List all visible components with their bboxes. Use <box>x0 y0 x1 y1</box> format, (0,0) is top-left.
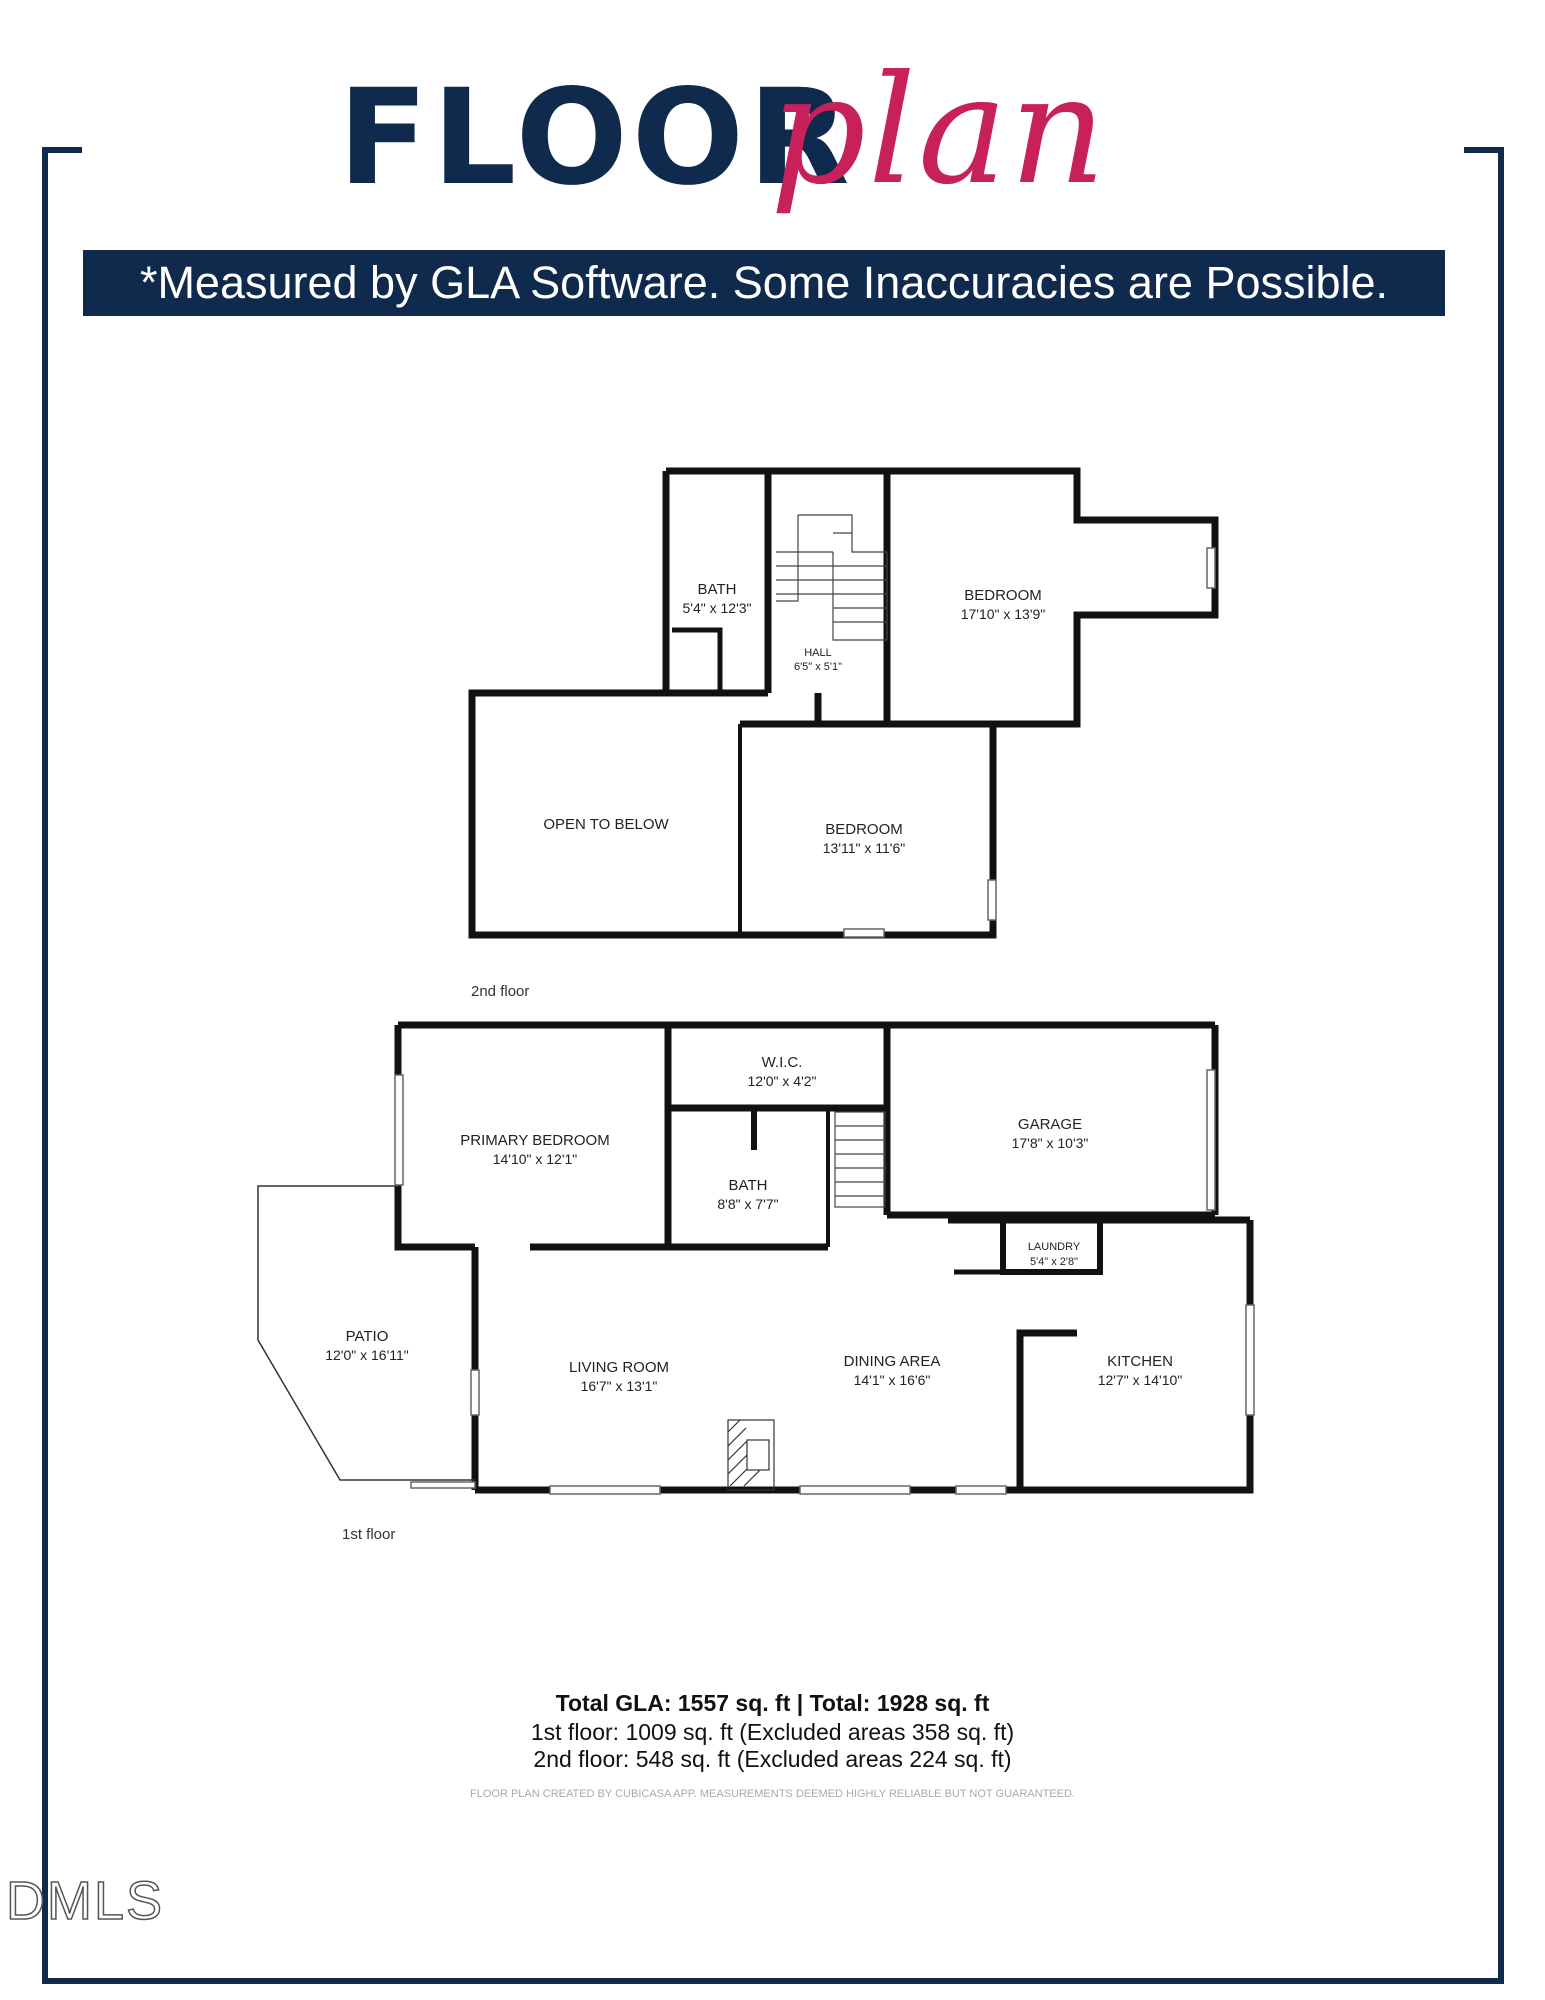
room-dimensions: 17'10" x 13'9" <box>961 606 1046 622</box>
room-name: DINING AREA <box>844 1353 941 1370</box>
room-dimensions: 17'8" x 10'3" <box>1012 1135 1089 1151</box>
fireplace <box>727 1419 775 1491</box>
room-dimensions: 14'10" x 12'1" <box>493 1151 578 1167</box>
window <box>470 1369 480 1416</box>
room-dimensions: 12'0" x 16'11" <box>325 1347 409 1363</box>
room-name: BATH <box>729 1177 768 1194</box>
room-name: PRIMARY BEDROOM <box>460 1132 609 1149</box>
room-dimensions: 6'5" x 5'1" <box>794 661 842 673</box>
frame-top-right-corner <box>1464 147 1504 153</box>
title-floor-word: FLOOR <box>338 61 854 215</box>
room-name: LIVING ROOM <box>569 1359 669 1376</box>
room-name: W.I.C. <box>762 1054 803 1071</box>
second-floor-outline-top <box>666 467 1219 728</box>
second-floor-outline-bottom <box>468 689 997 939</box>
window <box>1206 1069 1216 1211</box>
window <box>799 1485 911 1495</box>
room-name: BATH <box>698 581 737 598</box>
room-name: BEDROOM <box>825 821 903 838</box>
title-plan-word: plan <box>770 44 1109 218</box>
second-floor-label: 2nd floor <box>471 983 529 1000</box>
room-dimensions: 16'7" x 13'1" <box>581 1378 658 1394</box>
room-dimensions: 5'4" x 2'8" <box>1030 1256 1078 1268</box>
window <box>1206 547 1216 589</box>
room-name: PATIO <box>346 1328 389 1345</box>
first-floor-stairs <box>834 1111 886 1208</box>
frame-bottom-border <box>42 1978 1504 1984</box>
frame-right-border <box>1498 147 1504 1984</box>
window <box>410 1481 476 1489</box>
dmls-watermark: DMLS <box>5 1870 165 1932</box>
window <box>1245 1304 1255 1416</box>
patio-outline <box>257 1185 475 1481</box>
room-name: HALL <box>804 647 832 659</box>
first-floor-label: 1st floor <box>342 1526 395 1543</box>
room-dimensions: 5'4" x 12'3" <box>683 600 752 616</box>
room-name: BEDROOM <box>964 587 1042 604</box>
bath-closet-wall <box>672 627 723 693</box>
window <box>987 879 997 921</box>
window <box>394 1074 404 1186</box>
room-dimensions: 14'1" x 16'6" <box>854 1372 931 1388</box>
window <box>955 1485 1007 1495</box>
window <box>843 928 885 938</box>
window <box>549 1485 661 1495</box>
frame-left-border <box>42 147 48 1984</box>
credit-note: FLOOR PLAN CREATED BY CUBICASA APP. MEAS… <box>470 1788 1075 1800</box>
room-name: GARAGE <box>1018 1116 1082 1133</box>
room-dimensions: 8'8" x 7'7" <box>717 1196 778 1212</box>
hall-bottom-wall <box>814 693 993 728</box>
laundry-walls <box>1000 1220 1103 1275</box>
room-dimensions: 12'0" x 4'2" <box>748 1073 817 1089</box>
second-floor-area: 2nd floor: 548 sq. ft (Excluded areas 22… <box>533 1746 1012 1772</box>
room-name: LAUNDRY <box>1028 1241 1081 1253</box>
kitchen-west-wall <box>1016 1329 1077 1490</box>
total-area-summary: Total GLA: 1557 sq. ft | Total: 1928 sq.… <box>555 1690 990 1716</box>
frame-top-left-corner <box>42 147 82 153</box>
second-floor-stairs <box>776 514 888 641</box>
disclaimer-banner: *Measured by GLA Software. Some Inaccura… <box>83 250 1445 316</box>
room-name: OPEN TO BELOW <box>543 816 669 833</box>
room-name: KITCHEN <box>1107 1353 1173 1370</box>
room-dimensions: 12'7" x 14'10" <box>1098 1372 1183 1388</box>
room-dimensions: 13'11" x 11'6" <box>823 840 906 856</box>
first-floor-area: 1st floor: 1009 sq. ft (Excluded areas 3… <box>530 1719 1015 1745</box>
